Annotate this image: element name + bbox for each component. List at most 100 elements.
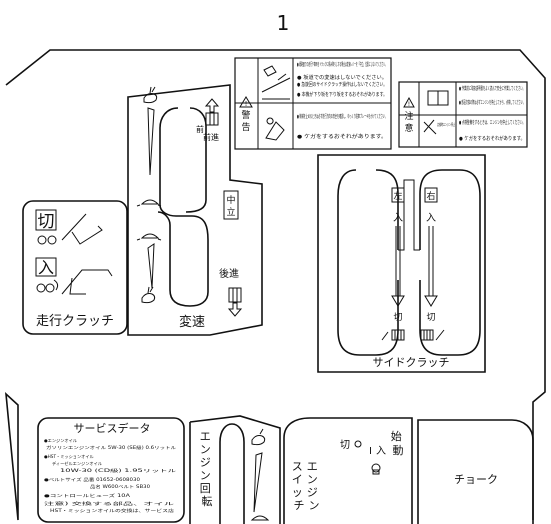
travel-clutch-off: 切 — [38, 212, 55, 232]
engine-switch-off: 切 — [340, 439, 350, 451]
truck-loading-pictogram-icon — [261, 65, 291, 100]
caution-line-3: ● ケガをするおそれがあります。 — [459, 135, 525, 142]
engine-switch-on-mark: I — [369, 446, 372, 457]
caution-triangle-icon — [403, 96, 415, 108]
rabbit-fast-icon-upper — [143, 86, 158, 104]
travel-clutch-section: 切 入 走行クラッチ — [22, 200, 128, 335]
neutral-label-2: 立 — [226, 206, 235, 218]
warning-label-2: 告 — [241, 121, 250, 133]
fast-speed-wedge-lower — [147, 243, 155, 289]
side-clutch-left: 左 — [393, 190, 402, 202]
warning-line-1: ● 坂道での変速はしないでください。 — [297, 74, 387, 81]
engine-speed-char-2: ジ — [200, 456, 211, 469]
right-side-clutch-slot[interactable] — [419, 169, 481, 356]
right-label-box — [424, 187, 438, 203]
panel-outline — [5, 49, 546, 521]
turtle-slow-icon-throttle — [250, 515, 270, 521]
left-clutch-pictogram-icon — [381, 329, 405, 341]
rabbit-fast-icon-throttle — [251, 428, 266, 446]
service-line-7: ●コントロールヒューズ 10A — [44, 492, 130, 499]
engine-speed-char-4: 回 — [200, 482, 211, 495]
fast-speed-wedge-upper — [147, 107, 155, 176]
choke-section: チョーク — [417, 419, 534, 524]
off-position-dot-icon — [354, 440, 362, 448]
service-line-5: ●ベルトサイズ 品番 01652-0608030 — [44, 476, 140, 483]
forward-label: 前進 — [203, 132, 219, 142]
side-clutch-right: 右 — [426, 190, 435, 202]
engine-speed-char-1: ン — [200, 443, 211, 456]
warning-line-0: ● 緩路面での走行や車両をトラックに積み降ろしする場合は変速レバーを「中立」位置… — [297, 61, 387, 68]
gear-shift-label: 変速 — [179, 314, 205, 330]
engine-speed-char-5: 転 — [202, 495, 213, 508]
warning-line-4: ● 機械を止めるときは必ず走行方向の安全を確認し、ゆっくり駐車ブレーキをかけてく… — [297, 113, 387, 120]
reverse-label: 後進 — [219, 267, 239, 280]
throttle-slot[interactable] — [219, 423, 245, 524]
forward-label-1: 前 — [196, 124, 204, 134]
side-clutch-left-on: 入 — [393, 213, 403, 224]
engine-switch-label-col2: エ ン ジ ン — [307, 460, 322, 512]
engine-stop-wrench-icon — [423, 119, 437, 135]
side-clutch-section: 左 右 入 入 切 切 サイドクラッチ — [317, 154, 486, 373]
svg-text:!: ! — [245, 100, 248, 108]
right-clutch-pictogram-icon — [420, 329, 445, 341]
key-lock-icon[interactable] — [371, 463, 381, 475]
forward-arrow-icon — [204, 98, 220, 126]
service-line-9: HST・ミッションオイルの交換は、サービス店 — [50, 507, 174, 514]
clutch-off-box — [35, 209, 57, 231]
choke-label: チョーク — [454, 473, 498, 486]
engine-speed-char-0: エ — [200, 430, 211, 443]
travel-clutch-label: 走行クラッチ — [36, 314, 114, 329]
caution-line-2: ● 点検整備をするときは、エンジンを停止してください。 — [459, 119, 525, 126]
neutral-label-1: 中 — [226, 194, 235, 206]
caution-icon-caption: 点検時エンジン停止 — [437, 121, 455, 127]
warning-panel: ! 警 告 ● 緩路面での走行や車両をトラックに積み降ろしする場合は変速レバーを… — [234, 57, 392, 150]
caution-panel: ! 注 意 点検時エンジン停止 ● 作業前に取扱説明書をよく読んで安全に作業して… — [398, 81, 528, 148]
warning-text-block: ● 緩路面での走行や車両をトラックに積み降ろしする場合は変速レバーを「中立」位置… — [297, 61, 387, 140]
service-data-section: サービスデータ ●エンジンオイル ガソリンエンジンオイル 5W-30 (SE級)… — [37, 417, 185, 523]
clutch-on-box — [35, 257, 57, 277]
clutch-engaged-icon — [36, 279, 59, 293]
engine-switch-start-label: 始 動 — [391, 429, 406, 457]
caution-line-0: ● 作業前に取扱説明書をよく読んで安全に作業してください。 — [459, 85, 525, 92]
service-line-0: ●エンジンオイル — [44, 438, 77, 443]
left-down-arrow-icon — [391, 226, 405, 307]
service-line-2: ●HST・ミッションオイル — [44, 454, 94, 460]
manual-book-icon — [427, 90, 449, 106]
service-line-6: 品名 W600ベルト SB30 — [90, 483, 150, 490]
warning-triangle-icon — [239, 96, 253, 108]
caution-text-block: ● 作業前に取扱説明書をよく読んで安全に作業してください。 ● 部品交換の際は必… — [459, 85, 525, 142]
engine-switch-label-col1: ス イ ッ チ — [292, 460, 307, 512]
page-number: 1 — [277, 11, 290, 35]
left-side-clutch-slot[interactable] — [337, 169, 399, 356]
neutral-indicator-box — [223, 190, 239, 220]
svg-text:!: ! — [408, 101, 410, 108]
gear-shift-section: 前 前進 中 立 後進 変速 — [127, 84, 263, 336]
engine-switch-section: ス イ ッ チ エ ン ジ ン 切 I 入 始 動 — [283, 417, 413, 524]
side-clutch-center-notch — [398, 179, 420, 251]
side-clutch-label: サイドクラッチ — [373, 356, 450, 369]
warning-line-5: ● ケガをするおそれがあります。 — [297, 133, 387, 140]
side-clutch-right-off: 切 — [426, 312, 435, 323]
caution-line-1: ● 部品交換の際は必ずエンジンを停止してから、点検してください。 — [459, 99, 525, 106]
clutch-lever-up-icon — [61, 213, 103, 245]
left-label-box — [391, 187, 405, 203]
caution-label-2: 意 — [404, 122, 413, 134]
service-line-3: ディーゼルエンジンオイル — [52, 460, 102, 467]
service-line-8: 注意) 交換する部品、オイル — [44, 500, 174, 507]
gear-shift-slot[interactable] — [157, 107, 209, 307]
caution-label-1: 注 — [404, 110, 413, 122]
warning-line-2: ● 急旋回のサイドクラッチ操作はしないでください。 — [297, 81, 387, 88]
warning-label-1: 警 — [241, 109, 250, 121]
right-down-arrow-icon — [424, 226, 438, 307]
engine-speed-section: エ ン ジ ン 回 転 — [189, 415, 281, 524]
side-clutch-left-off: 切 — [393, 312, 402, 323]
side-clutch-right-on: 入 — [426, 213, 436, 224]
service-line-1: ガソリンエンジンオイル 5W-30 (SE級) 0.6リットル — [46, 444, 176, 451]
engine-speed-char-3: ン — [200, 469, 211, 482]
engine-speed-label: エ ン ジ ン 回 転 — [200, 430, 215, 508]
reverse-arrow-icon — [227, 287, 243, 317]
throttle-wedge — [253, 452, 263, 513]
turtle-slow-icon-lower — [136, 233, 162, 241]
clutch-lever-down-icon — [61, 269, 113, 295]
